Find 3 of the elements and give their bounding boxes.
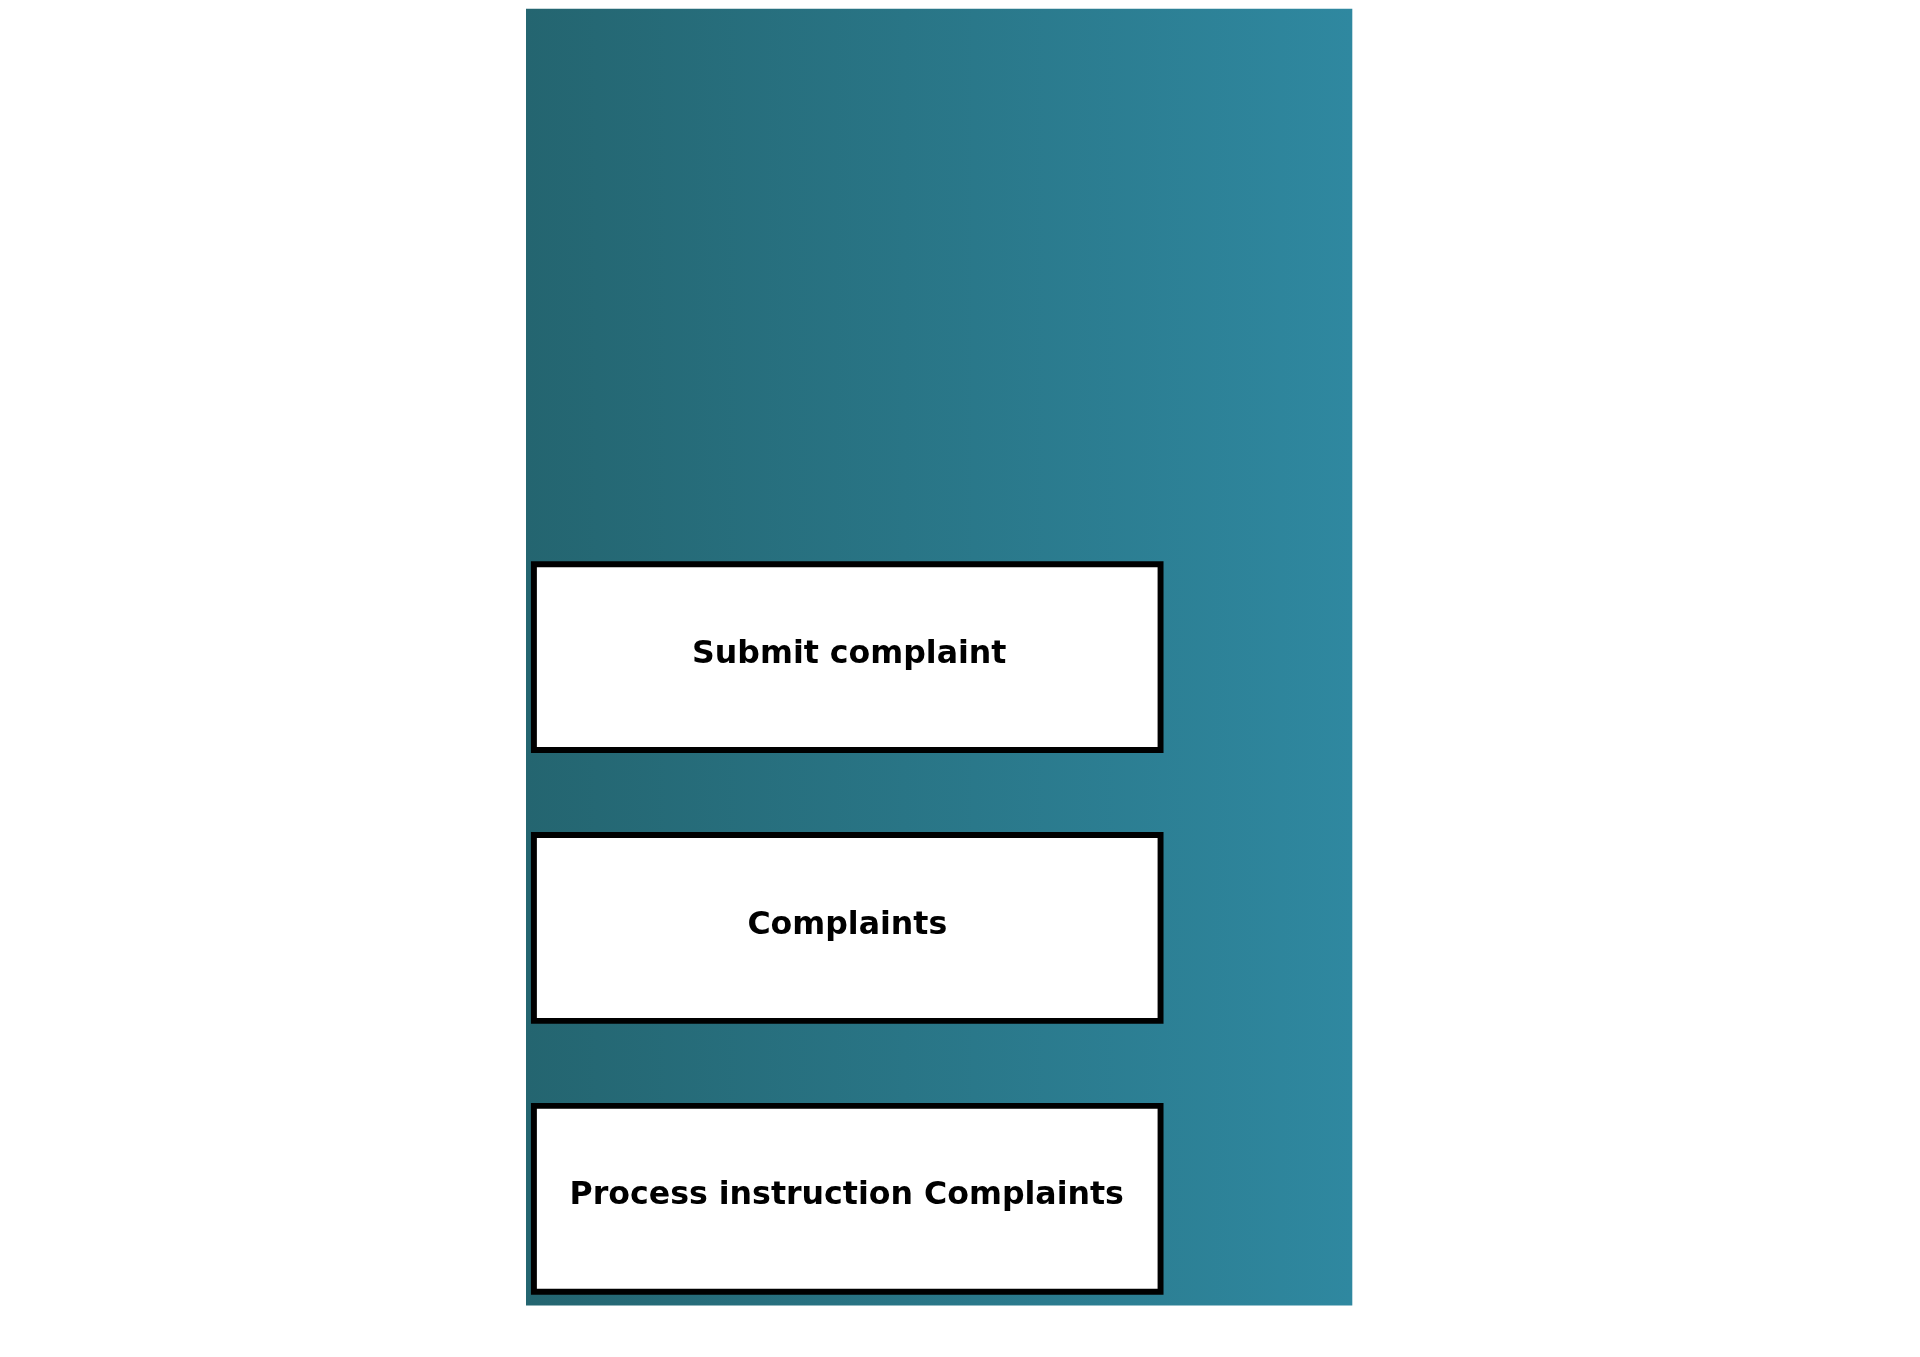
node-box: Process instruction Complaints: [530, 1102, 1163, 1295]
node-box: Submit complaint: [530, 561, 1163, 754]
node-box: Complaints: [530, 832, 1163, 1024]
